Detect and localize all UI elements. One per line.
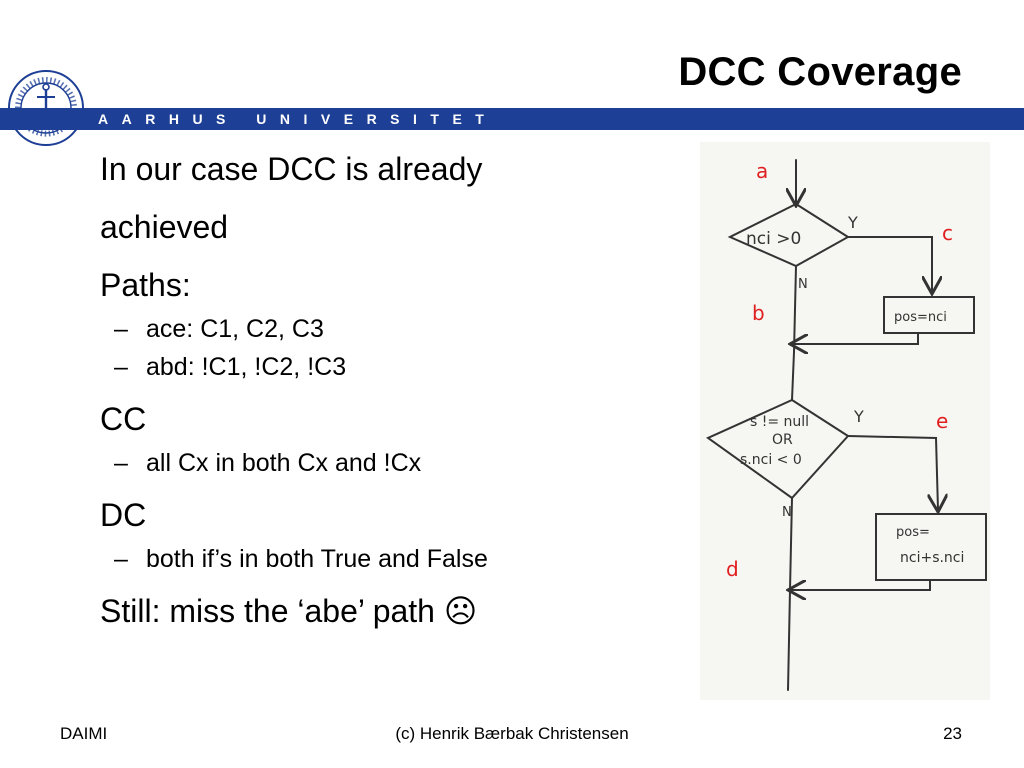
flow-edge [847,435,938,510]
page-number: 23 [943,724,962,743]
flow-edge [847,236,932,292]
sub-bullet: –both if’s in both True and False [114,545,488,573]
footer-left: DAIMI [60,724,108,743]
sub-bullet: –abd: !C1, !C2, !C3 [114,353,347,381]
sub-bullet: –ace: C1, C2, C3 [114,315,324,343]
bullet-text: CC [100,401,147,437]
condition-text: s.nci < 0 [740,452,802,468]
condition-text: s != null [750,414,809,430]
condition-text: nci >0 [746,229,801,249]
box-text: pos=nci [894,310,947,325]
no-label: N [782,505,792,520]
slide-title: DCC Coverage [678,50,962,94]
footer-author: (c) Henrik Bærbak Christensen [395,724,629,743]
flow-edge [792,332,919,344]
condition-text: OR [772,432,793,448]
bullet-text: In our case DCC is already [100,151,483,187]
process-box [875,513,987,581]
flowchart-image: nci >0 s != null OR s.nci < 0 Y N Y N po… [700,142,990,700]
process-box [883,296,975,334]
bullet-text: achieved [100,209,229,245]
path-label-d: d [726,557,739,581]
sub-bullet-text: both if’s in both True and False [146,545,488,573]
yes-label: Y [847,213,858,232]
slide-body: In our case DCC is already achieved Path… [100,150,700,650]
sub-bullet-text: ace: C1, C2, C3 [146,315,324,343]
path-label-b: b [752,301,765,325]
university-name: AARHUS UNIVERSITET [98,111,498,127]
box-text: nci+s.nci [900,550,964,566]
flow-edge [791,265,797,401]
flowchart-diagram: nci >0 s != null OR s.nci < 0 Y N Y N po… [706,159,987,691]
sub-bullet-text: all Cx in both Cx and !Cx [146,449,422,477]
flow-edge [787,497,793,691]
bullet-text: Paths: [100,267,191,303]
header-band [0,108,1024,130]
flow-edge [790,579,931,590]
path-label-e: e [936,409,948,433]
sub-bullet-text: abd: !C1, !C2, !C3 [146,353,347,381]
bullet-text: DC [100,497,147,533]
path-label-a: a [756,159,768,183]
bullet-text: Still: miss the ‘abe’ path ☹ [100,593,478,629]
path-label-c: c [942,221,953,245]
no-label: N [798,277,808,292]
box-text: pos= [896,525,930,540]
yes-label: Y [853,407,864,426]
sub-bullet: –all Cx in both Cx and !Cx [114,449,422,477]
